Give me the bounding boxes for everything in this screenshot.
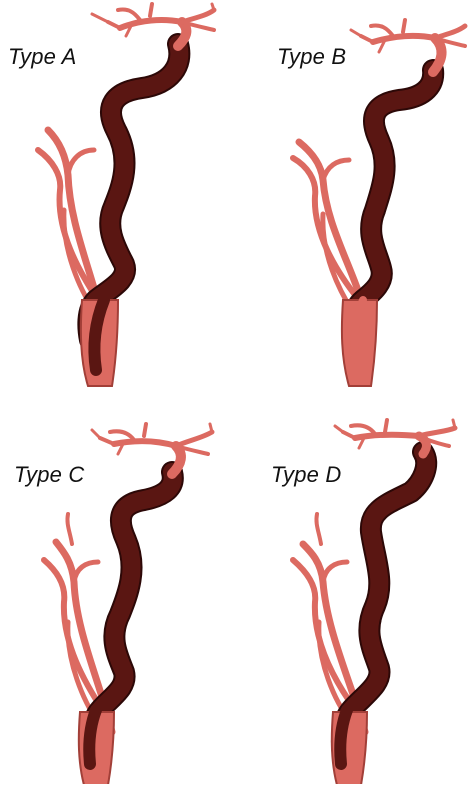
panel-type-d: Type D <box>235 392 470 784</box>
panel-type-b: Type B <box>235 0 470 392</box>
panel-type-a: Type A <box>0 0 235 392</box>
panel-type-c: Type C <box>0 392 235 784</box>
artery-illustration-type-d <box>235 392 470 784</box>
artery-illustration-type-b <box>235 0 470 392</box>
artery-illustration-type-c <box>0 392 235 784</box>
artery-illustration-type-a <box>0 0 235 392</box>
